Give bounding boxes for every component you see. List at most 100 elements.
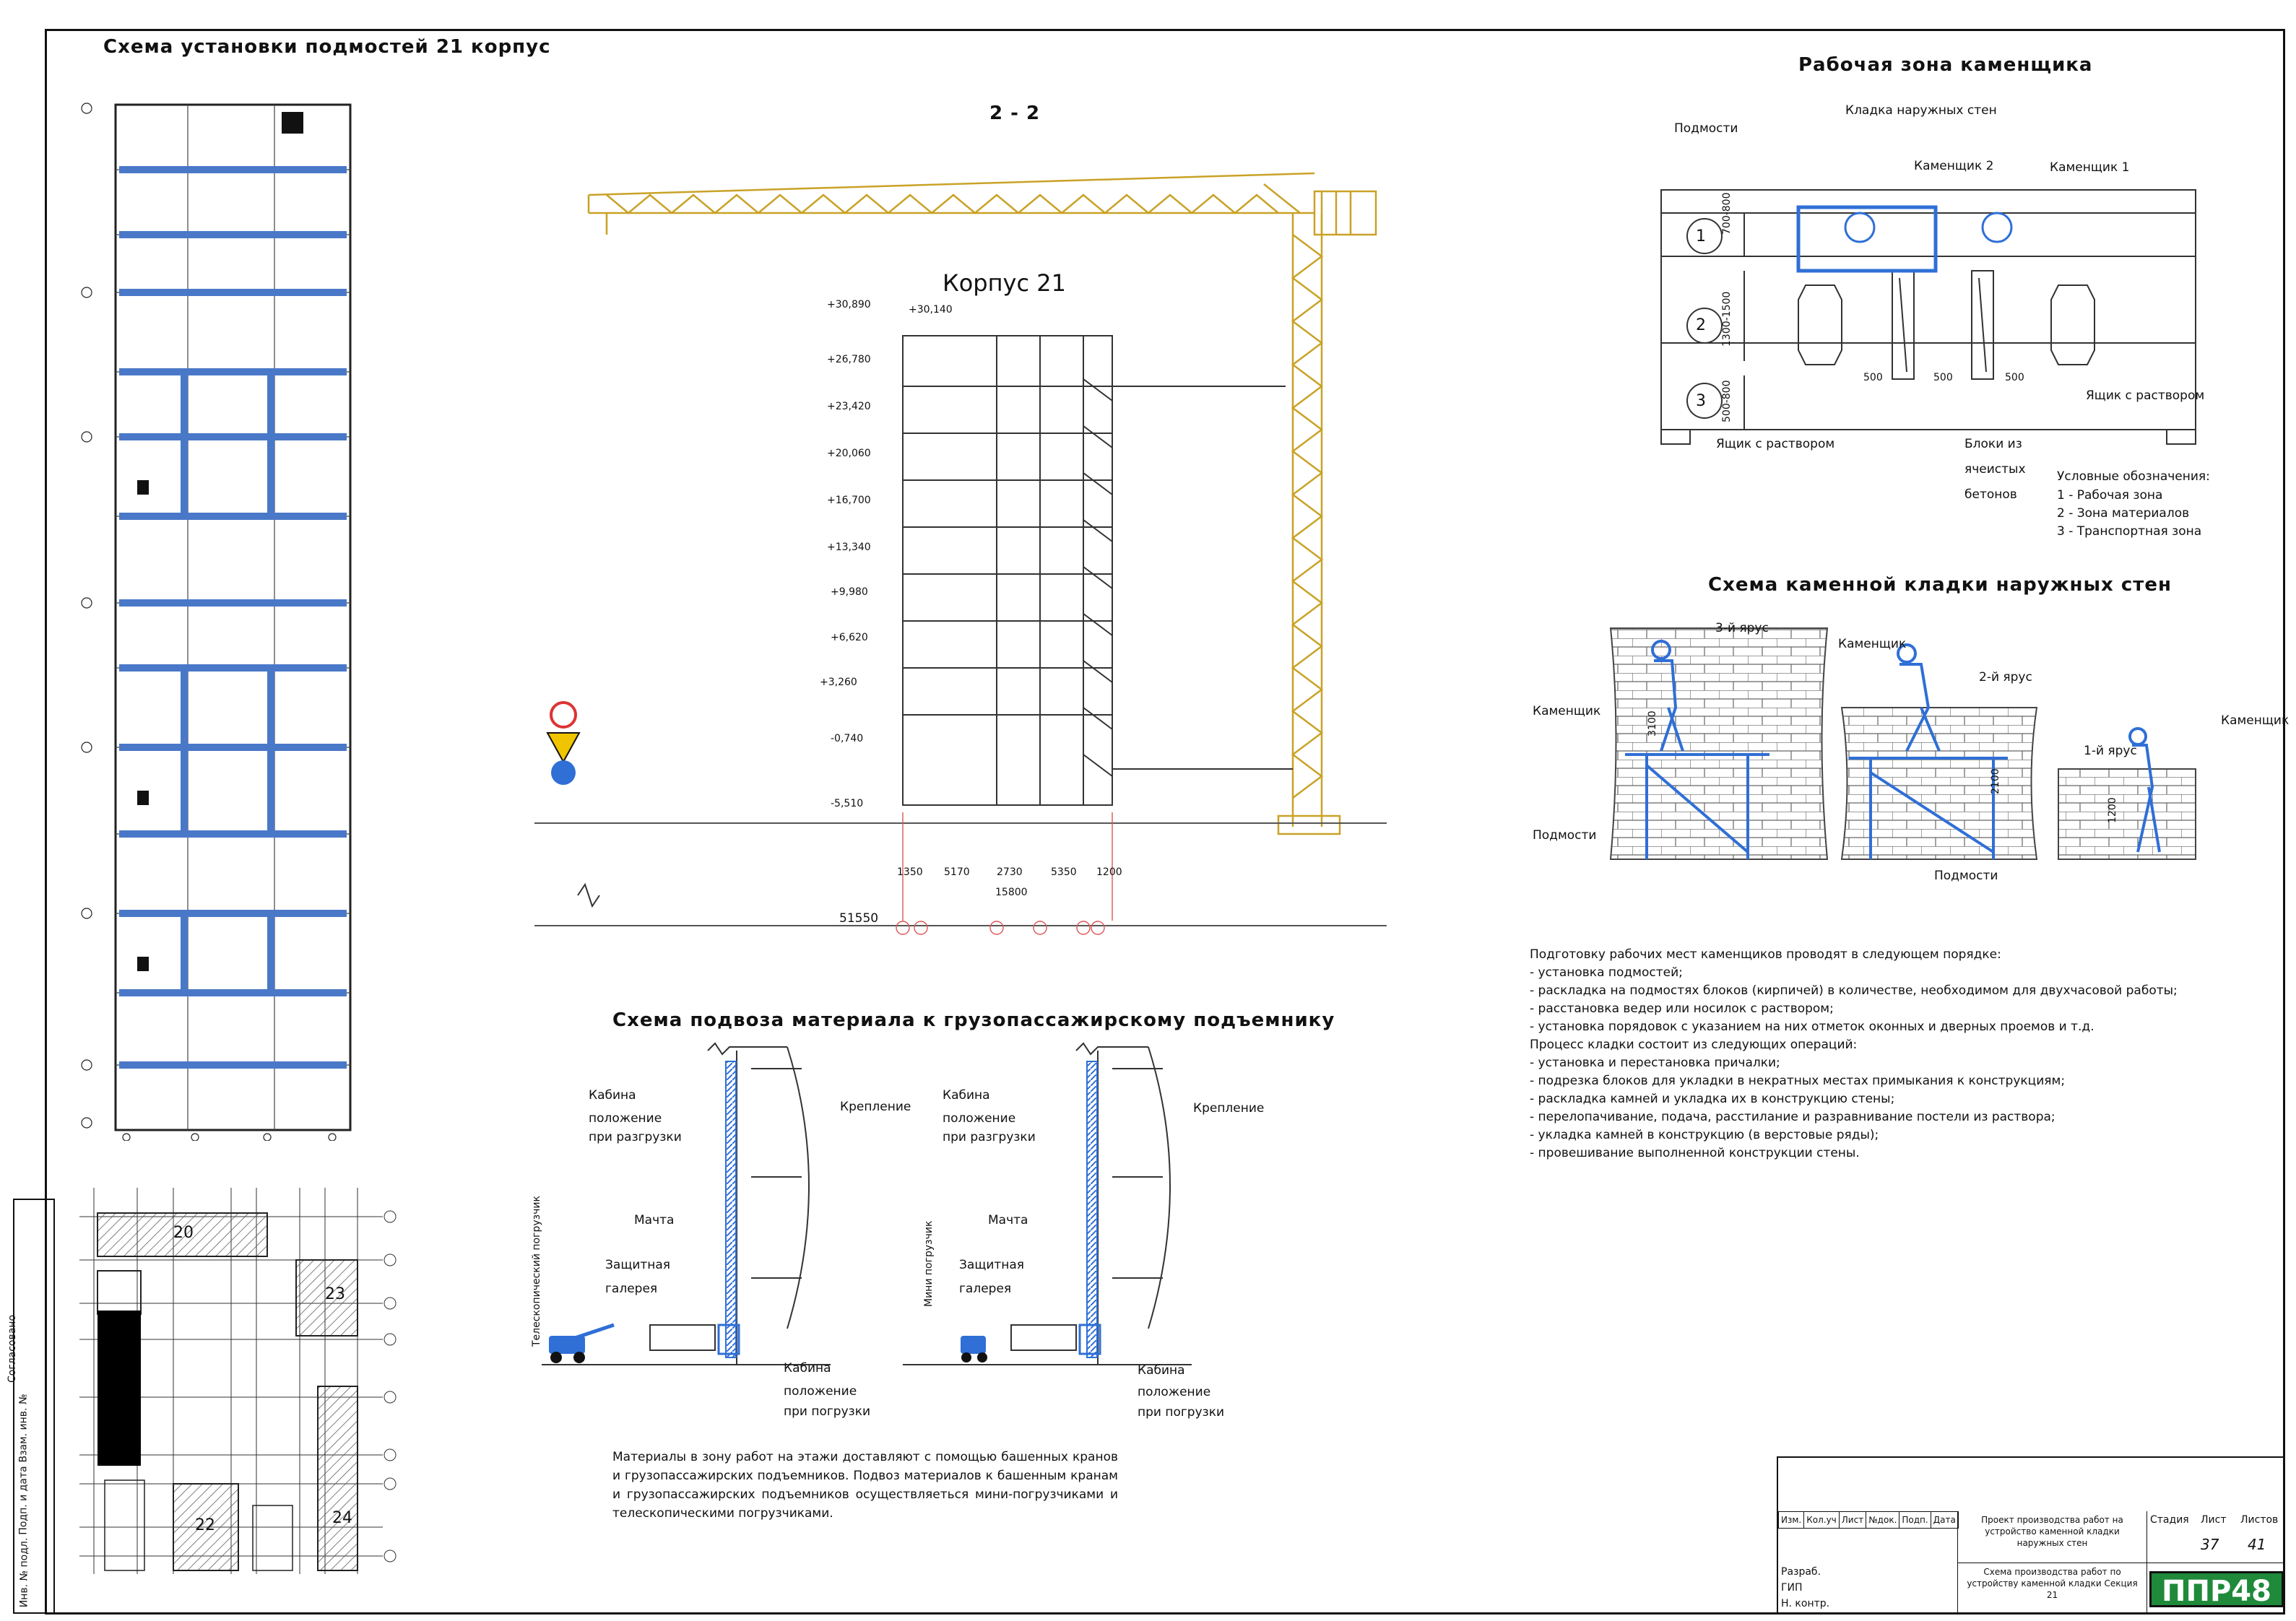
stamp-role-2: ГИП: [1781, 1582, 1803, 1594]
dim-total: 51550: [839, 911, 879, 926]
mini-loader-icon: [961, 1336, 987, 1363]
hoist-left-load1: положение: [784, 1384, 857, 1399]
hoist-right-load1: положение: [1138, 1385, 1211, 1399]
note-line: - установка порядовок с указанием на них…: [1530, 1020, 2094, 1034]
masonry-h2: 2100: [1990, 768, 2001, 794]
masonry-scaffold-a: Подмости: [1533, 828, 1597, 843]
zone-scaffold: Подмости: [1674, 121, 1738, 136]
stamp-cols: Изм. Кол.уч Лист №док. Подп. Дата: [1777, 1511, 1959, 1529]
legend-item-3: 3 - Транспортная зона: [2057, 524, 2202, 539]
elev-9: +3,260: [820, 677, 857, 688]
stamp-col: Дата: [1930, 1511, 1959, 1529]
hoist-left-load2: при погрузки: [784, 1404, 871, 1419]
hoist-right-mast: Мачта: [988, 1213, 1028, 1227]
masonry-h3: 1200: [2107, 797, 2118, 823]
plan-title: Схема установки подмостей 21 корпус: [103, 36, 551, 58]
stamp-sheet-h: Лист: [2201, 1514, 2227, 1526]
site-block-20: 20: [173, 1224, 194, 1242]
dim-2: 5170: [944, 866, 970, 878]
mason1-icon: [1981, 212, 2013, 243]
no-entry-sign-icon: [550, 701, 577, 729]
hoist-diagram: [542, 1042, 1192, 1365]
dim-3: 2730: [997, 866, 1023, 878]
masonry-tier1: 1-й ярус: [2084, 744, 2137, 758]
zone-box-right: Ящик с раствором: [2086, 388, 2205, 403]
stamp-sheet: 37: [2201, 1536, 2219, 1553]
masonry-tier3: 3-й ярус: [1715, 621, 1769, 635]
masonry-title: Схема каменной кладки наружных стен: [1708, 574, 2172, 596]
site-plan: [79, 1188, 397, 1574]
zone-row-1: 1: [1696, 227, 1706, 245]
helmet-sign-icon: [551, 760, 576, 785]
warning-sign-icon: [546, 732, 581, 764]
hoist-right-cab-bottom: Кабина: [1138, 1363, 1185, 1378]
stamp-sheets-h: Листов: [2240, 1514, 2279, 1526]
side-stamp-agreed: Согласовано: [7, 1314, 19, 1383]
section-drawing: [534, 172, 1387, 935]
hoist-description: Материалы в зону работ на этажи доставля…: [612, 1450, 1118, 1521]
stamp-col: №док.: [1866, 1511, 1900, 1529]
title-block: Изм. Кол.уч Лист №док. Подп. Дата Разраб…: [1777, 1456, 2285, 1615]
hoist-left-gallery2: галерея: [605, 1282, 658, 1296]
masonry-diagram: [1609, 627, 2196, 860]
scaffold-box: [1796, 205, 1938, 273]
hoist-right-gallery1: Защитная: [959, 1258, 1025, 1272]
note-line: - расстановка ведер или носилок с раство…: [1530, 1001, 1834, 1016]
site-block-24: 24: [332, 1509, 352, 1527]
zone-blocks: Блоки из ячеистых бетонов: [1964, 437, 2026, 502]
zone-mason1: Каменщик 1: [2050, 160, 2130, 175]
legend-item-1: 1 - Рабочая зона: [2057, 488, 2163, 503]
dim-1: 1350: [897, 866, 923, 878]
note-line: Подготовку рабочих мест каменщиков прово…: [1530, 947, 2001, 962]
stamp-stage-h: Стадия: [2150, 1514, 2189, 1526]
hoist-title: Схема подвоза материала к грузопассажирс…: [612, 1009, 1335, 1031]
elev-5: +16,700: [827, 495, 871, 506]
elev-7: +9,980: [831, 586, 868, 598]
hoist-right-fix: Крепление: [1193, 1101, 1265, 1116]
section-title: 2 - 2: [989, 103, 1041, 124]
cab-left: [717, 1324, 740, 1355]
note-line: - подрезка блоков для укладки в некратны…: [1530, 1074, 2066, 1088]
telescopic-loader-icon: [549, 1323, 615, 1363]
elev-4: +20,060: [827, 448, 871, 459]
hoist-left-cab-top: Кабина: [589, 1088, 636, 1103]
elev-roof: +30,140: [909, 304, 953, 316]
dim-5: 1200: [1096, 866, 1122, 878]
stamp-role-1: Разраб.: [1781, 1566, 1821, 1578]
stamp-sheets: 41: [2248, 1536, 2266, 1553]
site-block-23: 23: [325, 1285, 345, 1303]
elev-6: +13,340: [827, 542, 871, 553]
company-logo: ППР48: [2149, 1571, 2284, 1608]
hoist-left-mast: Мачта: [634, 1213, 675, 1227]
zone-gap-3: 500: [2005, 372, 2024, 383]
side-stamp-inv: Инв. № подл.: [18, 1537, 30, 1608]
hoist-left-unload1: положение: [589, 1111, 662, 1126]
building-section: [534, 335, 1387, 926]
zone-diagram: [1660, 189, 2196, 445]
hoist-right-cab-top: Кабина: [943, 1088, 990, 1103]
legend-item-2: 2 - Зона материалов: [2057, 506, 2190, 521]
note-line: - укладка камней в конструкцию (в версто…: [1530, 1128, 1879, 1142]
hoist-left-vehicle: Телескопический погрузчик: [531, 1196, 542, 1347]
hoist-left-fix: Крепление: [840, 1100, 911, 1114]
note-line: - установка и перестановка причалки;: [1530, 1056, 1780, 1070]
stamp-col: Лист: [1838, 1511, 1867, 1529]
cab-right: [1078, 1324, 1101, 1355]
tower-crane: [587, 172, 1377, 835]
note-line: - перелопачивание, подача, расстилание и…: [1530, 1110, 2055, 1124]
elev-10: -0,740: [831, 733, 864, 744]
zone-dim-1: 700-800: [1721, 192, 1733, 235]
masonry-mason-a: Каменщик: [1533, 704, 1601, 718]
masonry-mason-b: Каменщик: [1838, 637, 1907, 651]
hoist-left-cab-bottom: Кабина: [784, 1361, 831, 1376]
elev-1: +30,890: [827, 299, 871, 310]
masonry-mason-c: Каменщик: [2221, 713, 2289, 728]
note-line: - раскладка камней и укладка их в констр…: [1530, 1092, 1895, 1106]
mason2-icon: [1844, 212, 1876, 243]
hoist-right-unload2: при разгрузки: [943, 1130, 1036, 1144]
zone-row-3: 3: [1696, 392, 1706, 410]
zone-gap-2: 500: [1933, 372, 1953, 383]
site-block-22: 22: [195, 1516, 215, 1534]
side-stamp-replace: Взам. инв. №: [17, 1394, 30, 1463]
stamp-col: Изм.: [1777, 1511, 1805, 1529]
